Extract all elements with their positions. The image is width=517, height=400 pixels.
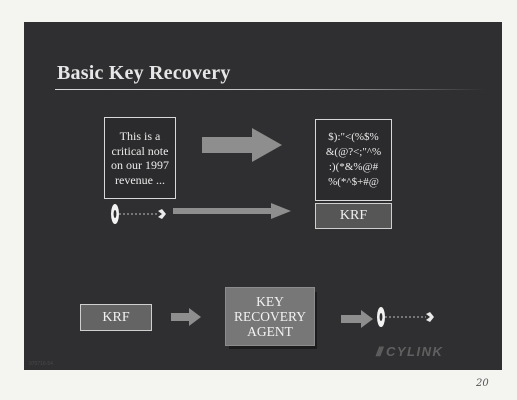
arrow-right-icon [171, 308, 201, 326]
slide-title: Basic Key Recovery [57, 62, 231, 84]
krf-block-bottom: KRF [80, 304, 152, 331]
key-recovery-agent-box: KEY RECOVERY AGENT [225, 287, 315, 346]
arrow-right-icon [202, 128, 282, 162]
logo-text: CYLINK [385, 344, 444, 359]
title-divider [55, 89, 485, 90]
plaintext-note-text: This is a critical note on our 1997 reve… [111, 129, 169, 187]
slide-reference: 970716-54 [29, 361, 53, 367]
ciphertext-box: $):"<(%$% &(@?<;"^% :)(*&%@# %(*^$+#@ [315, 119, 392, 201]
arrow-right-icon [173, 203, 291, 219]
cylink-logo: /// CYLINK [376, 344, 443, 359]
key-recovery-agent-label: KEY RECOVERY AGENT [233, 294, 306, 339]
logo-mark: /// [376, 344, 383, 359]
key-icon [111, 204, 166, 224]
ciphertext-text: $):"<(%$% &(@?<;"^% :)(*&%@# %(*^$+#@ [325, 131, 382, 188]
krf-block-top: KRF [315, 203, 392, 229]
plaintext-note-box: This is a critical note on our 1997 reve… [104, 117, 176, 199]
slide: Basic Key Recovery This is a critical no… [24, 22, 502, 370]
arrow-right-icon [341, 310, 373, 328]
page-number: 20 [476, 378, 489, 389]
key-icon [377, 307, 434, 327]
